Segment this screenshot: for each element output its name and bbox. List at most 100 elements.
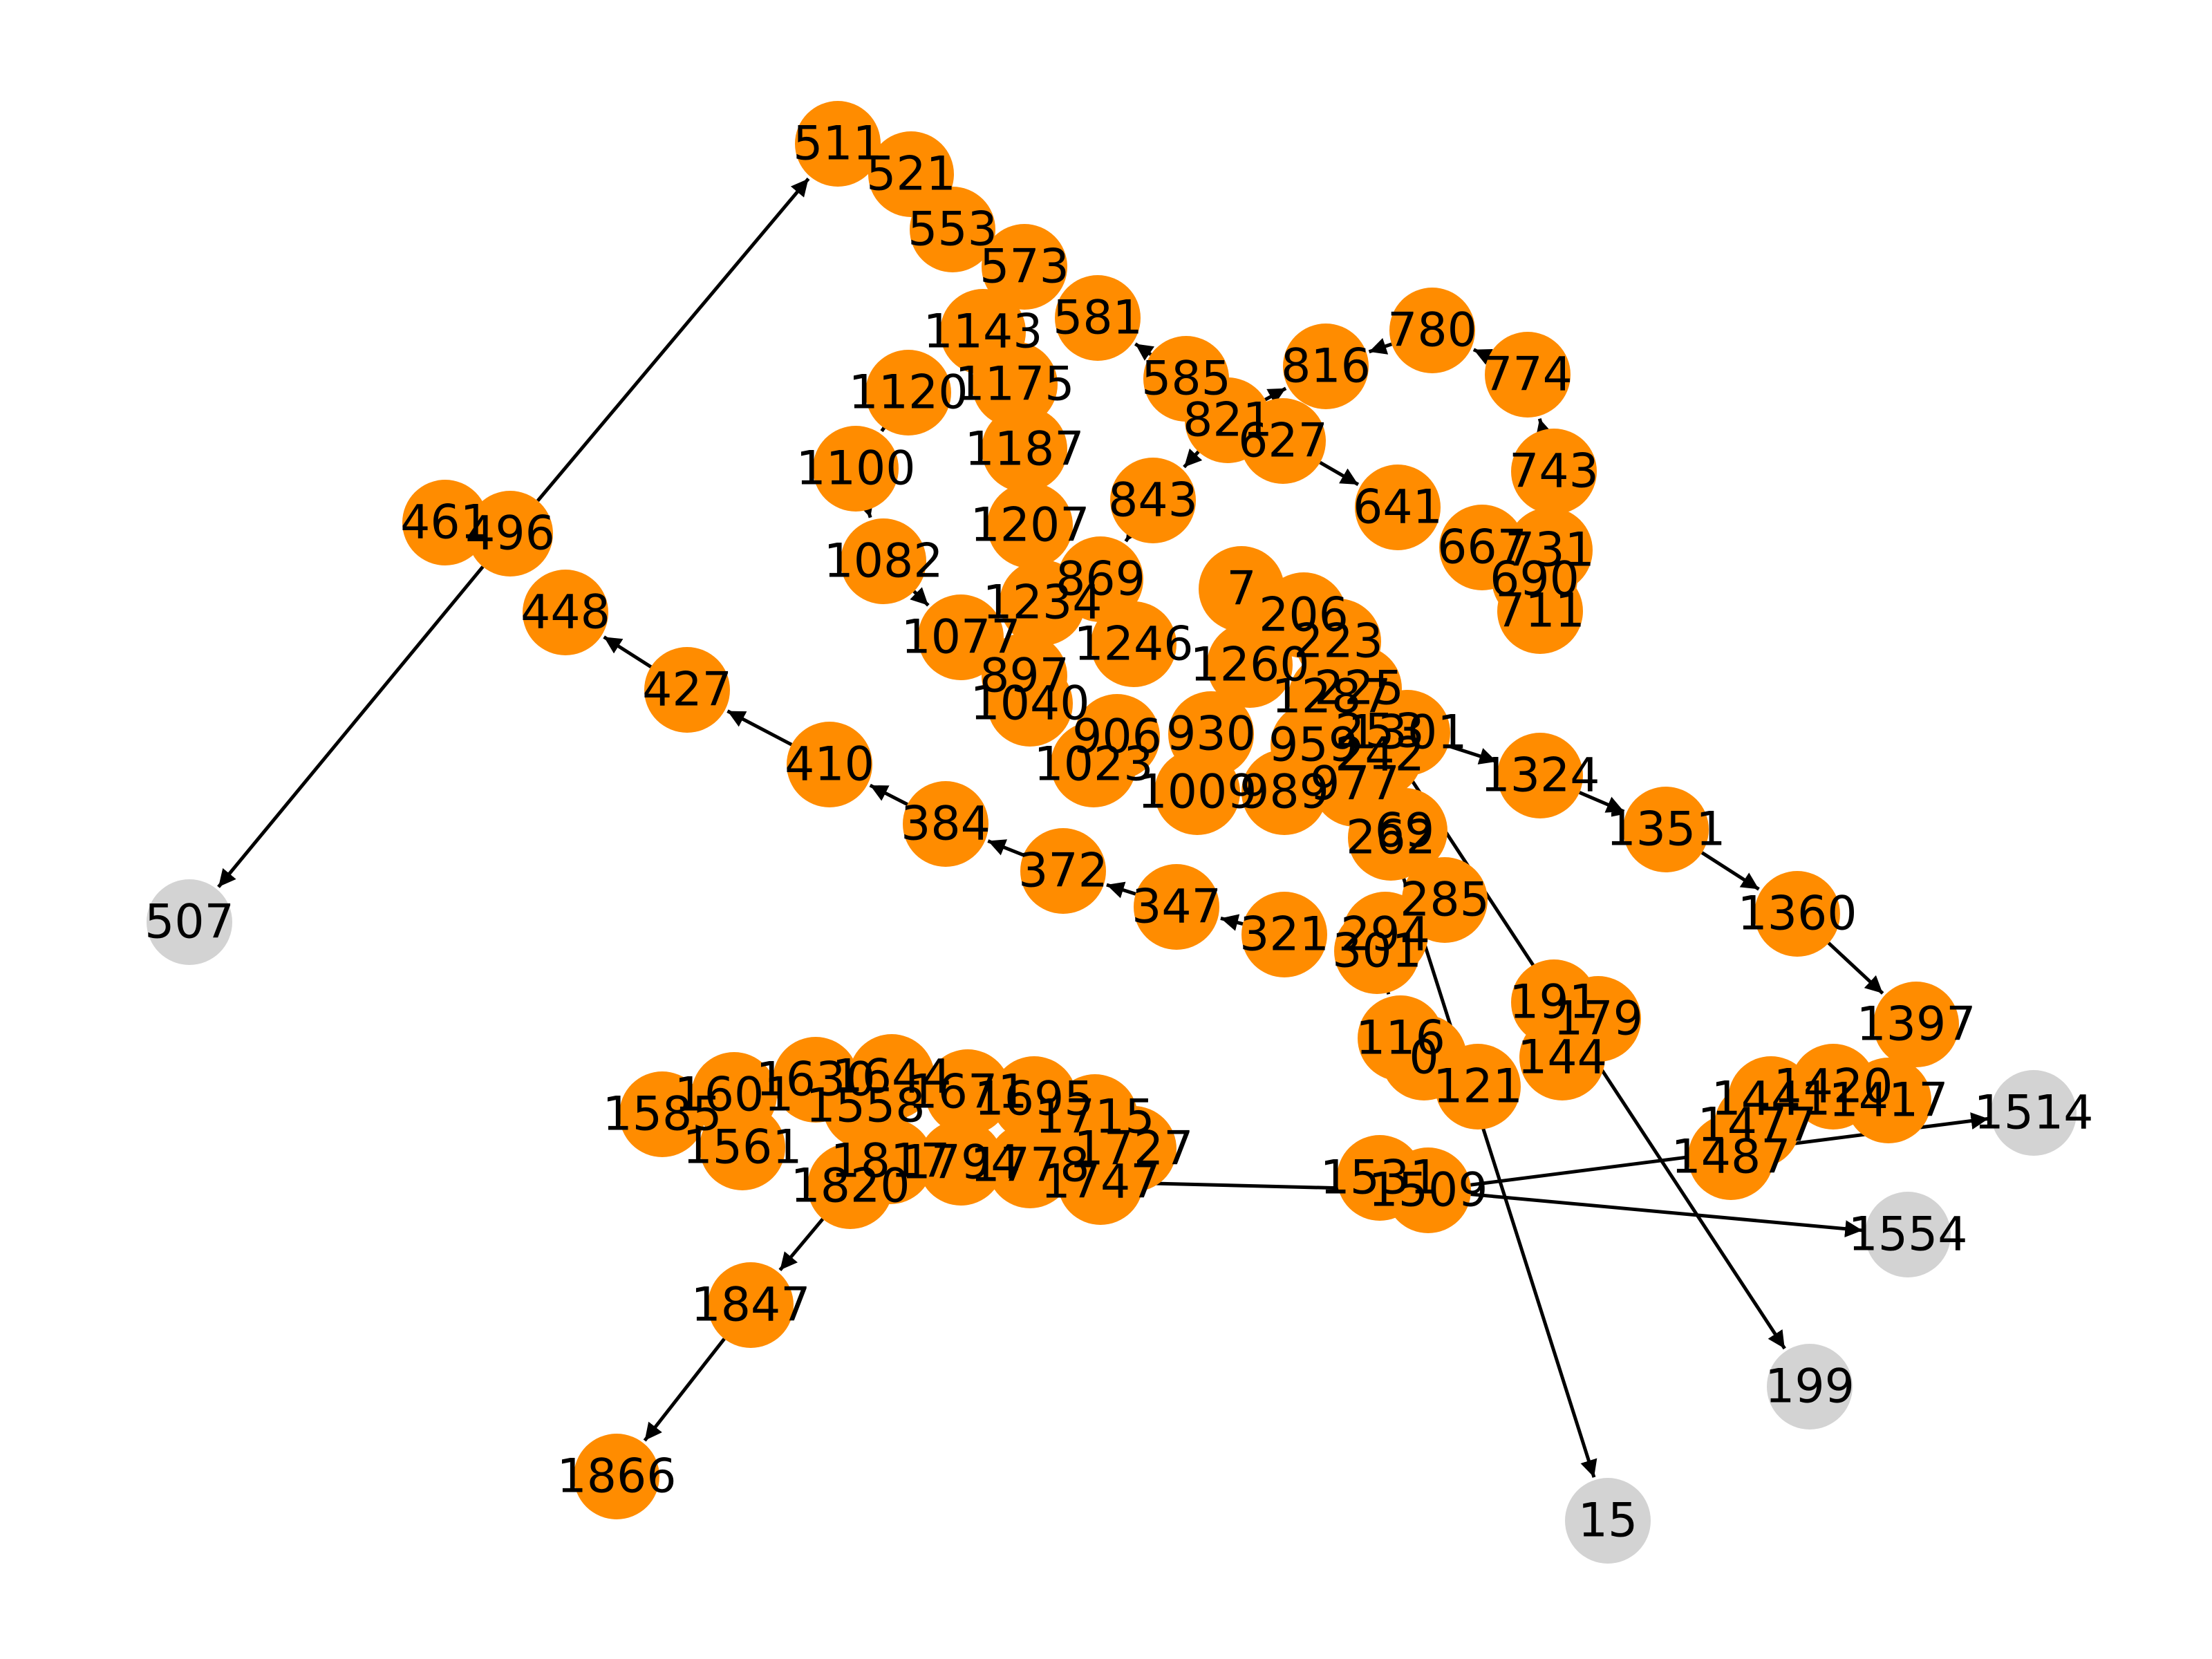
edge-496-to-511 (536, 177, 810, 503)
node-label-1417: 1417 (1828, 1074, 1948, 1128)
node-1360 (1754, 871, 1840, 957)
node-label-977: 977 (1310, 757, 1400, 812)
node-1585 (619, 1071, 705, 1157)
node-553 (910, 187, 995, 272)
node-label-0: 0 (1409, 1031, 1438, 1085)
node-label-427: 427 (642, 663, 732, 718)
node-1324 (1497, 733, 1583, 818)
node-label-144: 144 (1517, 1031, 1607, 1085)
node-1554 (1865, 1192, 1951, 1277)
node-1082 (841, 518, 926, 604)
node-label-711: 711 (1495, 584, 1585, 639)
node-label-1420: 1420 (1773, 1060, 1893, 1114)
node-label-1143: 1143 (923, 305, 1042, 359)
node-label-780: 780 (1387, 303, 1477, 358)
node-label-585: 585 (1141, 352, 1231, 406)
edge-496-to-507 (217, 565, 485, 888)
node-1023 (1051, 722, 1136, 807)
node-label-1778: 1778 (970, 1138, 1089, 1193)
node-label-1487: 1487 (1671, 1130, 1790, 1185)
node-label-1817: 1817 (830, 1134, 950, 1189)
node-label-1866: 1866 (556, 1450, 676, 1504)
node-347 (1134, 864, 1219, 950)
node-label-1120: 1120 (848, 366, 968, 420)
node-label-262: 262 (1346, 811, 1436, 865)
node-384 (903, 781, 988, 867)
node-label-521: 521 (866, 147, 956, 202)
node-1487 (1688, 1114, 1774, 1200)
node-label-511: 511 (793, 117, 883, 171)
node-731 (1507, 507, 1593, 593)
node-15 (1565, 1478, 1651, 1564)
node-label-1630: 1630 (756, 1053, 875, 1107)
edge-821-to-843 (1183, 448, 1203, 469)
node-label-1820: 1820 (790, 1159, 910, 1214)
edge-1509-to-1554 (1470, 1192, 1863, 1238)
node-label-1023: 1023 (1033, 738, 1153, 792)
node-layer (147, 101, 2077, 1564)
node-label-69: 69 (1375, 804, 1435, 859)
node-label-1082: 1082 (823, 534, 943, 589)
node-label-321: 321 (1239, 908, 1329, 962)
node-816 (1283, 324, 1369, 409)
node-label-1747: 1747 (1040, 1155, 1160, 1210)
node-label-930: 930 (1166, 707, 1256, 762)
node-label-507: 507 (144, 895, 234, 950)
node-label-372: 372 (1018, 844, 1108, 899)
node-573 (982, 224, 1067, 310)
node-262 (1348, 795, 1434, 881)
node-label-667: 667 (1437, 521, 1527, 575)
node-label-1671: 1671 (908, 1065, 1027, 1120)
edge-427-to-448 (603, 635, 653, 668)
node-label-1561: 1561 (682, 1121, 802, 1175)
node-label-1531: 1531 (1320, 1151, 1439, 1206)
node-label-347: 347 (1132, 880, 1221, 935)
node-1009 (1154, 749, 1240, 835)
node-1234 (1000, 560, 1085, 646)
node-label-1847: 1847 (691, 1278, 810, 1333)
node-label-690: 690 (1490, 552, 1580, 607)
label-layer: 5115215535735815858216276416676907117317… (144, 117, 2093, 1548)
node-label-242: 242 (1335, 728, 1425, 782)
node-label-206: 206 (1259, 588, 1349, 643)
node-1794 (918, 1120, 1004, 1206)
node-label-199: 199 (1765, 1360, 1855, 1414)
node-1847 (708, 1262, 794, 1348)
node-label-1558: 1558 (805, 1079, 925, 1134)
node-label-553: 553 (908, 203, 997, 257)
node-label-461: 461 (400, 496, 490, 550)
node-372 (1020, 828, 1106, 914)
node-1561 (700, 1105, 785, 1190)
node-label-301: 301 (1332, 924, 1422, 979)
node-label-1715: 1715 (1035, 1090, 1154, 1145)
edge-1100-to-1082 (856, 498, 874, 518)
node-label-897: 897 (980, 649, 1069, 704)
node-label-384: 384 (901, 797, 991, 852)
node-label-959: 959 (1268, 718, 1358, 773)
node-label-223: 223 (1293, 615, 1383, 669)
node-label-1727: 1727 (1074, 1122, 1193, 1177)
edge-843-to-869 (1124, 522, 1143, 543)
node-301 (1334, 908, 1420, 994)
node-label-179: 179 (1553, 992, 1643, 1047)
node-1187 (982, 406, 1067, 492)
node-label-731: 731 (1505, 523, 1595, 578)
node-144 (1519, 1015, 1605, 1100)
node-label-816: 816 (1281, 339, 1371, 394)
node-label-1644: 1644 (832, 1050, 951, 1105)
edge-821-to-816 (1264, 386, 1287, 404)
node-843 (1110, 458, 1196, 543)
node-label-906: 906 (1072, 710, 1162, 765)
edge-372-to-384 (987, 839, 1024, 857)
node-743 (1511, 429, 1597, 514)
node-627 (1240, 398, 1326, 484)
node-1040 (987, 661, 1073, 747)
node-label-225: 225 (1314, 662, 1404, 716)
node-121 (1435, 1044, 1521, 1130)
edge-1360-to-1397 (1827, 941, 1884, 995)
node-label-1077: 1077 (901, 610, 1020, 665)
node-1301 (1365, 690, 1450, 776)
node-label-1554: 1554 (1848, 1208, 1967, 1262)
node-511 (795, 101, 881, 187)
